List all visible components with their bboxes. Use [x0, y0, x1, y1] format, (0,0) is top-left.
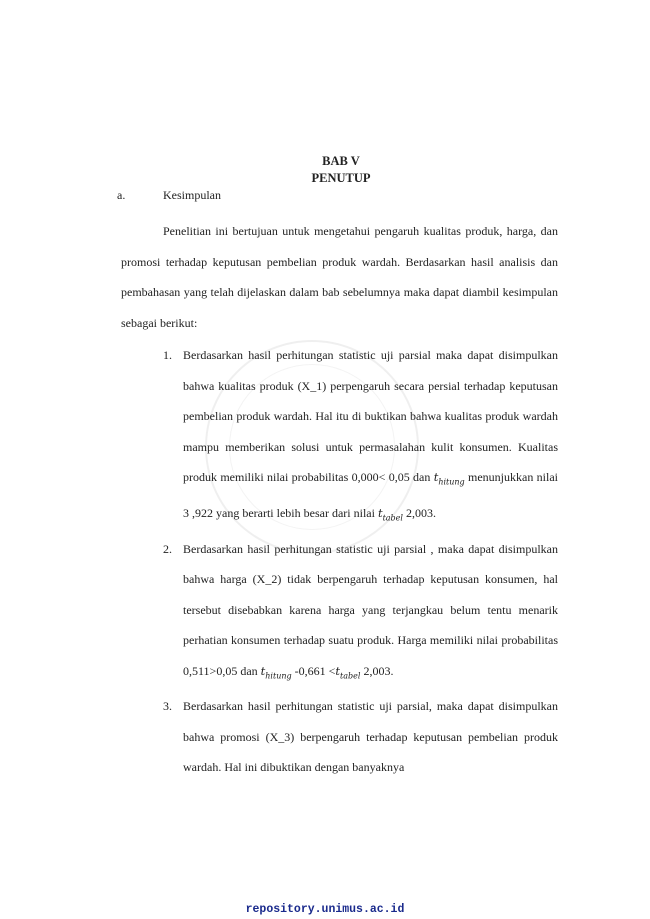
list-item: 3. Berdasarkan hasil perhitungan statist…: [163, 691, 558, 783]
list-item-number: 2.: [163, 541, 172, 556]
list-item-text: Berdasarkan hasil perhitungan statistic …: [183, 348, 558, 484]
university-seal-watermark: [205, 340, 419, 554]
repository-footer: repository.unimus.ac.id: [245, 903, 405, 916]
intro-paragraph: Penelitian ini bertujuan untuk mengetahu…: [121, 224, 558, 330]
list-item-text: 2,003.: [360, 663, 394, 678]
section-letter: a.: [117, 188, 126, 202]
conclusion-list: 1. Berdasarkan hasil perhitungan statist…: [163, 340, 558, 783]
list-item-number: 1.: [163, 348, 172, 362]
list-item: 2. Berdasarkan hasil perhitungan statist…: [163, 534, 558, 692]
list-item-number: 3.: [163, 699, 172, 714]
chapter-title: PENUTUP: [311, 171, 371, 185]
list-item-text: 2,003.: [402, 505, 436, 520]
chapter-heading: BAB V: [322, 154, 360, 168]
t-tabel-symbol: ttabel: [377, 505, 403, 523]
list-item-text: Berdasarkan hasil perhitungan statistic …: [183, 541, 558, 678]
list-item-text: Berdasarkan hasil perhitungan statistic …: [183, 699, 558, 775]
list-item-text: menunjukkan nilai 3 ,922 yang berarti le…: [183, 470, 558, 520]
t-hitung-symbol: thitung: [433, 470, 465, 487]
list-item: 1. Berdasarkan hasil perhitungan statist…: [163, 340, 558, 534]
list-item-text: -0,661 <: [291, 663, 336, 678]
section-title: Kesimpulan: [163, 188, 221, 202]
t-hitung-symbol: thitung: [260, 663, 292, 680]
t-tabel-symbol: ttabel: [335, 663, 361, 680]
